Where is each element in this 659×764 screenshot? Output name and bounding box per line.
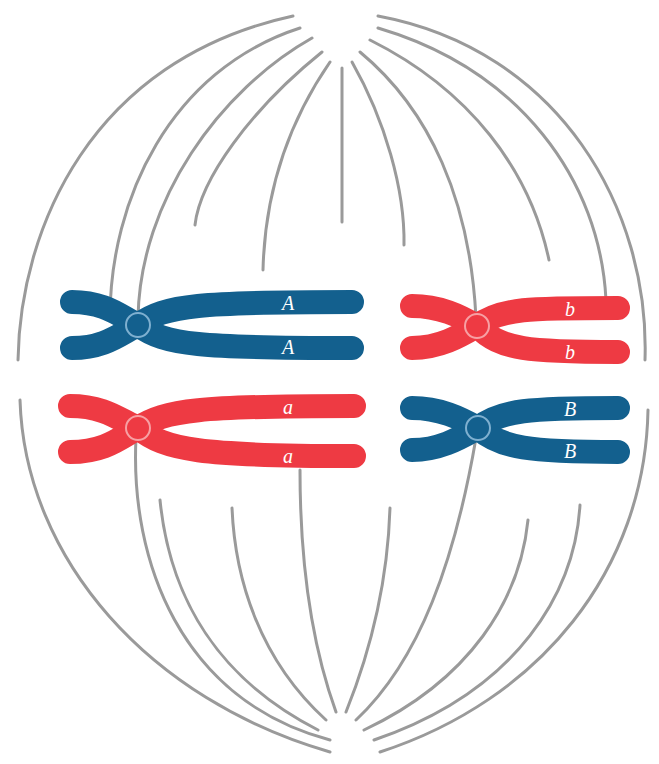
gene-label: A <box>282 337 294 357</box>
centromere <box>466 416 490 440</box>
gene-label: b <box>565 342 575 362</box>
gene-label: A <box>282 293 294 313</box>
chromosome-blue <box>412 408 618 452</box>
gene-label: b <box>565 299 575 319</box>
chromosomes <box>70 302 618 456</box>
centromeres <box>126 313 490 440</box>
gene-label: a <box>283 397 293 417</box>
gene-label: B <box>564 399 576 419</box>
centromere <box>126 313 150 337</box>
chromosome-red <box>412 306 618 352</box>
chromosome-blue <box>72 302 352 348</box>
gene-label: a <box>283 446 293 466</box>
chromosome-red <box>70 406 354 456</box>
centromere <box>126 416 150 440</box>
centromere <box>465 314 489 338</box>
spindle-fibers <box>18 16 648 752</box>
gene-label: B <box>564 441 576 461</box>
